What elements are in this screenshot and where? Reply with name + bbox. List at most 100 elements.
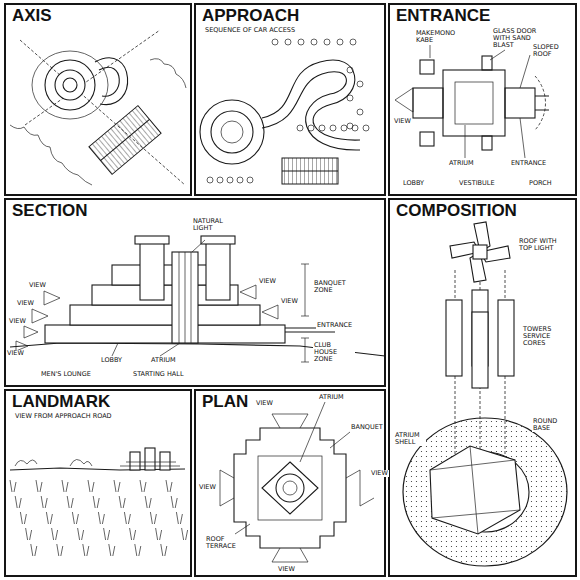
tree — [347, 95, 353, 101]
tree — [347, 123, 353, 129]
sketch-label: VIEW — [280, 298, 299, 305]
sketch-label: VIEW — [370, 470, 389, 477]
sketch-label: ROOF WITH TOP LIGHT — [518, 238, 564, 252]
grass-stroke — [88, 480, 94, 492]
grass-stroke — [62, 480, 68, 492]
tree — [341, 125, 347, 131]
grass-stroke — [176, 512, 182, 524]
grass-stroke — [166, 480, 172, 492]
grass-stroke — [26, 528, 32, 540]
sketch-label: ENTRANCE — [316, 322, 353, 329]
grass-stroke — [104, 528, 110, 540]
sketch-label: ATRIUM — [318, 394, 345, 401]
grass-stroke — [109, 544, 115, 556]
sketch-label: ENTRANCE — [510, 160, 547, 167]
panel-title: LANDMARK — [10, 393, 112, 411]
tree — [363, 125, 369, 131]
tree — [311, 39, 317, 45]
tree — [324, 39, 330, 45]
sketch-label: VIEW — [277, 566, 296, 573]
grass-stroke — [161, 544, 167, 556]
sketch-label: BANQUET ZONE — [313, 280, 349, 294]
grass-stroke — [10, 480, 16, 492]
grass-stroke — [72, 512, 78, 524]
tree — [297, 125, 303, 131]
entrance-plan-sketch — [395, 45, 549, 158]
grass-stroke — [93, 496, 99, 508]
grass-stroke — [171, 496, 177, 508]
sketch-label: VESTIBULE — [458, 180, 496, 187]
panel-subtitle: SEQUENCE OF CAR ACCESS — [204, 26, 296, 34]
sketch-label: VIEW — [16, 300, 35, 307]
sketch-label: MAKEMONO KABE — [415, 30, 453, 44]
top-light — [473, 245, 487, 259]
sketch-label: LOBBY — [402, 180, 425, 187]
tree — [227, 177, 233, 183]
grass-stroke — [78, 528, 84, 540]
tree — [285, 39, 291, 45]
panel-title: COMPOSITION — [394, 202, 519, 220]
grass-stroke — [156, 528, 162, 540]
tree — [357, 109, 363, 115]
sketch-label: VIEW — [198, 484, 217, 491]
grass-stroke — [130, 528, 136, 540]
grass-stroke — [83, 544, 89, 556]
grass-stroke — [52, 528, 58, 540]
sketch-label: VIEW — [393, 118, 412, 125]
sketch-label: VIEW — [258, 278, 277, 285]
sketch-label: BANQUET — [350, 424, 384, 431]
tree — [308, 125, 314, 131]
tree — [237, 177, 243, 183]
landmark-view-sketch — [10, 448, 188, 556]
axis-site-sketch — [10, 30, 186, 185]
panel-title: PLAN — [200, 393, 250, 411]
approach-site-sketch — [200, 39, 369, 184]
sketch-label: SLOPED ROOF — [532, 44, 568, 58]
sketch-panel: AXIS — [4, 3, 192, 196]
grass-stroke — [124, 512, 130, 524]
grass-stroke — [41, 496, 47, 508]
grass-stroke — [67, 496, 73, 508]
sketch-label: ROUND BASE — [532, 418, 570, 432]
panel-title: ENTRANCE — [394, 7, 492, 25]
tree — [207, 177, 213, 183]
sketch-panel: LANDMARKVIEW FROM APPROACH ROAD — [4, 389, 192, 577]
sketch-label: MEN'S LOUNGE — [40, 371, 92, 378]
sketch-label: VIEW — [255, 400, 274, 407]
tree — [298, 39, 304, 45]
sketch-label: ATRIUM SHELL — [394, 432, 426, 446]
sketch-label: ATRIUM — [448, 160, 475, 167]
grass-stroke — [150, 512, 156, 524]
grass-stroke — [98, 512, 104, 524]
sketch-label: VIEW — [28, 282, 47, 289]
sketch-label: VIEW — [6, 350, 25, 357]
tree — [337, 39, 343, 45]
grass-stroke — [135, 544, 141, 556]
grass-stroke — [57, 544, 63, 556]
grass-stroke — [36, 480, 42, 492]
grass-stroke — [31, 544, 37, 556]
grass-stroke — [140, 480, 146, 492]
sketch-label: VIEW — [8, 318, 27, 325]
sketch-panel: APPROACHSEQUENCE OF CAR ACCESS — [194, 3, 386, 196]
grass-stroke — [46, 512, 52, 524]
grass-stroke — [145, 496, 151, 508]
sketch-label: CLUB HOUSE ZONE — [313, 342, 355, 363]
sketch-label: TOWERS SERVICE CORES — [522, 326, 568, 347]
panel-title: AXIS — [10, 7, 54, 25]
grass-stroke — [119, 496, 125, 508]
panel-title: SECTION — [10, 202, 90, 220]
tree — [330, 125, 336, 131]
grass-stroke — [114, 480, 120, 492]
grass-stroke — [15, 496, 21, 508]
panel-subtitle: VIEW FROM APPROACH ROAD — [14, 412, 113, 420]
sketch-label: LOBBY — [100, 357, 123, 364]
sketch-label: ATRIUM — [150, 357, 177, 364]
composition-exploded-axonometric — [403, 222, 567, 566]
tree — [350, 39, 356, 45]
panel-title: APPROACH — [200, 7, 301, 25]
sketch-label: PORCH — [528, 180, 553, 187]
grass-stroke — [182, 528, 188, 540]
sketch-label: STARTING HALL — [132, 371, 185, 378]
